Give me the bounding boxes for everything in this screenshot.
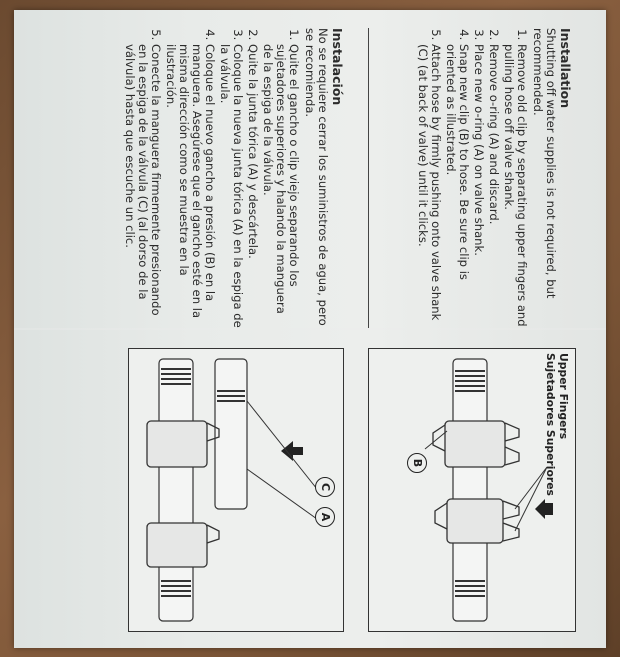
spanish-intro: No se requiere cerrar los suministros de…	[303, 28, 330, 326]
english-step-1: Remove old clip by separating upper fing…	[502, 44, 529, 328]
spanish-step-1: Quite el gancho o clip viejo separando l…	[261, 44, 301, 328]
english-step-3: Place new o-ring (A) on valve shank.	[472, 44, 486, 328]
spanish-step-5: Conecte la manguera firmemente presionan…	[123, 44, 163, 328]
valve-drawing	[146, 358, 318, 622]
english-step-4: Snap new clip (B) to hose. Be sure clip …	[444, 44, 471, 328]
english-step-5: Attach hose by firmly pushing onto valve…	[416, 44, 443, 328]
spanish-heading: Instalación	[330, 28, 345, 106]
spanish-step-3: Coloque la nueva junta tórica (A) en la …	[218, 44, 245, 328]
spanish-step-2: Quite la junta tórica (A) y descártela.	[246, 44, 260, 328]
callout-a: A	[315, 507, 335, 527]
spanish-section: Instalación No se requiere cerrar los su…	[121, 28, 345, 328]
rotated-content: Installation Shutting off water supplies…	[14, 10, 606, 648]
english-intro: Shutting off water supplies is not requi…	[531, 28, 558, 299]
section-divider	[368, 28, 369, 328]
upper-fingers-label-es: Sujetadores Superiores	[544, 353, 557, 496]
english-section: Installation Shutting off water supplies…	[414, 28, 573, 328]
clip-drawing	[424, 358, 553, 622]
spanish-steps: Quite el gancho o clip viejo separando l…	[123, 28, 301, 328]
english-steps: Remove old clip by separating upper fing…	[416, 28, 529, 328]
callout-b: B	[407, 453, 427, 473]
instruction-sheet: Installation Shutting off water supplies…	[14, 10, 606, 648]
english-step-2: Remove o-ring (A) and discard.	[487, 44, 501, 328]
valve-illustration: C A	[128, 348, 344, 632]
paper-fold	[14, 328, 606, 330]
upper-fingers-label-en: Upper Fingers	[557, 353, 570, 440]
clip-illustration: Upper Fingers Sujetadores Superiores B	[368, 348, 576, 632]
callout-c: C	[315, 477, 335, 497]
english-heading: Installation	[558, 28, 573, 109]
spanish-step-4: Coloque el nuevo gancho a presión (B) en…	[164, 44, 217, 328]
